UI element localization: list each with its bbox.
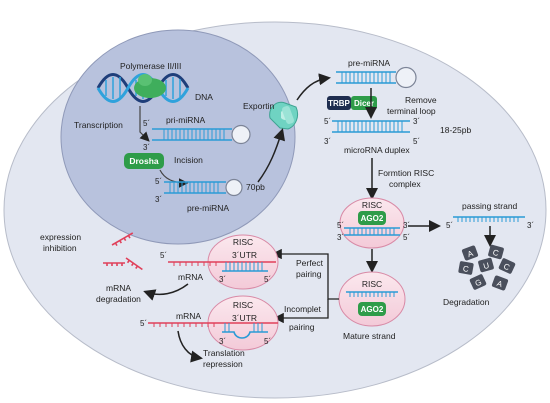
mrna-incomplete-strand xyxy=(148,322,278,339)
pre-mirna-cytoplasm-hairpin xyxy=(336,66,417,89)
polymerase-label: Polymerase II/III xyxy=(120,61,181,71)
perfect-5-prime-end: 5´ xyxy=(264,275,271,284)
svg-text:U: U xyxy=(482,261,490,271)
trbp-label: TRBP xyxy=(328,99,350,108)
perfect-3-prime: 3´ xyxy=(219,275,226,284)
pre-mirna-nuclear-hairpin xyxy=(164,178,243,197)
exportin-label: Exportin xyxy=(243,101,274,111)
mrna-degradation-label-2: degradation xyxy=(96,294,141,304)
ago2-2-label: AGO2 xyxy=(361,305,384,314)
pri-3-prime: 3´ xyxy=(143,143,150,152)
duplex-5-prime-left: 5´ xyxy=(324,117,331,126)
remove-loop-label-1: Remove xyxy=(405,95,437,105)
pre-mirna-nuclear-label: pre-miRNA xyxy=(187,203,229,213)
utr-4-label: 3´UTR xyxy=(232,313,257,323)
perfect-5-prime: 5´ xyxy=(160,251,167,260)
mrna-top-label: mRNA xyxy=(178,272,203,282)
degradation-label: Degradation xyxy=(443,297,490,307)
mrna-degradation-arrow xyxy=(143,283,189,301)
risc-4-label: RISC xyxy=(233,300,253,310)
bp-range-label: 18-25pb xyxy=(440,125,471,135)
mrna-bottom-label: mRNA xyxy=(176,311,201,321)
polymerase-icon xyxy=(134,74,166,98)
incomplete-pairing-label-2: pairing xyxy=(289,322,315,332)
translation-label-1: Translation xyxy=(203,348,245,358)
svg-text:C: C xyxy=(502,262,511,273)
translation-repression-arrow xyxy=(177,330,203,363)
incision-arrow xyxy=(159,169,189,188)
dicer-label: Dicer xyxy=(354,99,374,108)
duplex-3-prime-left: 3´ xyxy=(324,137,331,146)
passing-strand xyxy=(453,216,525,222)
transcription-arrow xyxy=(139,106,150,142)
incision-label: Incision xyxy=(174,155,203,165)
perfect-pairing-label-1: Perfect xyxy=(296,258,324,268)
expression-label-1: expression xyxy=(40,232,81,242)
microrna-duplex xyxy=(332,120,410,133)
incomplete-pairing-label-1: Incomplet xyxy=(284,304,321,314)
export-to-cytoplasm-arrow xyxy=(296,73,331,101)
incomplete-3-prime: 3´ xyxy=(219,337,226,346)
ago2-1-label: AGO2 xyxy=(361,214,384,223)
pre-5-prime: 5´ xyxy=(155,177,162,186)
utr-3-label: 3´UTR xyxy=(232,250,257,260)
formation-label-1: Formtion RISC xyxy=(378,168,434,178)
incomplete-pairing-connector xyxy=(273,299,329,324)
duplex-5-prime-right: 5´ xyxy=(413,137,420,146)
risc-complex-mature xyxy=(338,271,406,327)
formation-label-2: complex xyxy=(389,179,421,189)
degraded-nucleotides: A C C U C G A xyxy=(458,244,516,291)
svg-text:C: C xyxy=(462,264,469,274)
svg-text:A: A xyxy=(466,249,475,260)
duplex-label: microRNA duplex xyxy=(344,145,410,155)
perfect-pairing-label-2: pairing xyxy=(296,269,322,279)
perfect-pairing-connector xyxy=(271,248,339,300)
pri-mirna-hairpin xyxy=(152,124,251,145)
risc1-5-prime: 5´ xyxy=(337,221,344,230)
length-70-label: 70pb xyxy=(246,182,265,192)
pri-mirna-label: pri-miRNA xyxy=(166,115,206,125)
risc1-5-prime-right: 5´ xyxy=(403,233,410,242)
risc-1-label: RISC xyxy=(362,200,382,210)
passing-3-prime: 3´ xyxy=(527,221,534,230)
exportin-icon xyxy=(269,101,299,130)
transcription-label: Transcription xyxy=(74,120,123,130)
passing-strand-label: passing strand xyxy=(462,201,518,211)
incomplete-5-prime: 5´ xyxy=(140,319,147,328)
svg-text:G: G xyxy=(474,278,483,289)
svg-text:C: C xyxy=(492,248,500,258)
mrna-degradation-label-1: mRNA xyxy=(106,283,131,293)
risc-complex-loading xyxy=(339,197,405,249)
pre-mirna-top-label: pre-miRNA xyxy=(348,58,390,68)
export-arrow xyxy=(257,128,286,183)
mrna-perfect-strand xyxy=(168,261,276,272)
fragmented-mrna-icon xyxy=(103,232,143,271)
risc1-3-prime-right: 3´ xyxy=(403,221,410,230)
risc-3-label: RISC xyxy=(233,237,253,247)
pri-5-prime: 5´ xyxy=(143,119,150,128)
svg-text:A: A xyxy=(496,279,505,290)
pre-3-prime: 3´ xyxy=(155,195,162,204)
remove-loop-label-2: terminal loop xyxy=(387,106,436,116)
drosha-enzyme: Drosha xyxy=(124,153,164,169)
translation-label-2: repression xyxy=(203,359,243,369)
duplex-3-prime-right: 3´ xyxy=(413,117,420,126)
passing-5-prime: 5´ xyxy=(446,221,453,230)
mature-strand-label: Mature strand xyxy=(343,331,396,341)
risc-2-label: RISC xyxy=(362,279,382,289)
dna-label: DNA xyxy=(195,92,213,102)
svg-text:Drosha: Drosha xyxy=(129,156,159,166)
expression-label-2: inhibition xyxy=(43,243,77,253)
risc1-3-prime: 3´ xyxy=(337,233,344,242)
incomplete-5-prime-end: 5´ xyxy=(264,337,271,346)
